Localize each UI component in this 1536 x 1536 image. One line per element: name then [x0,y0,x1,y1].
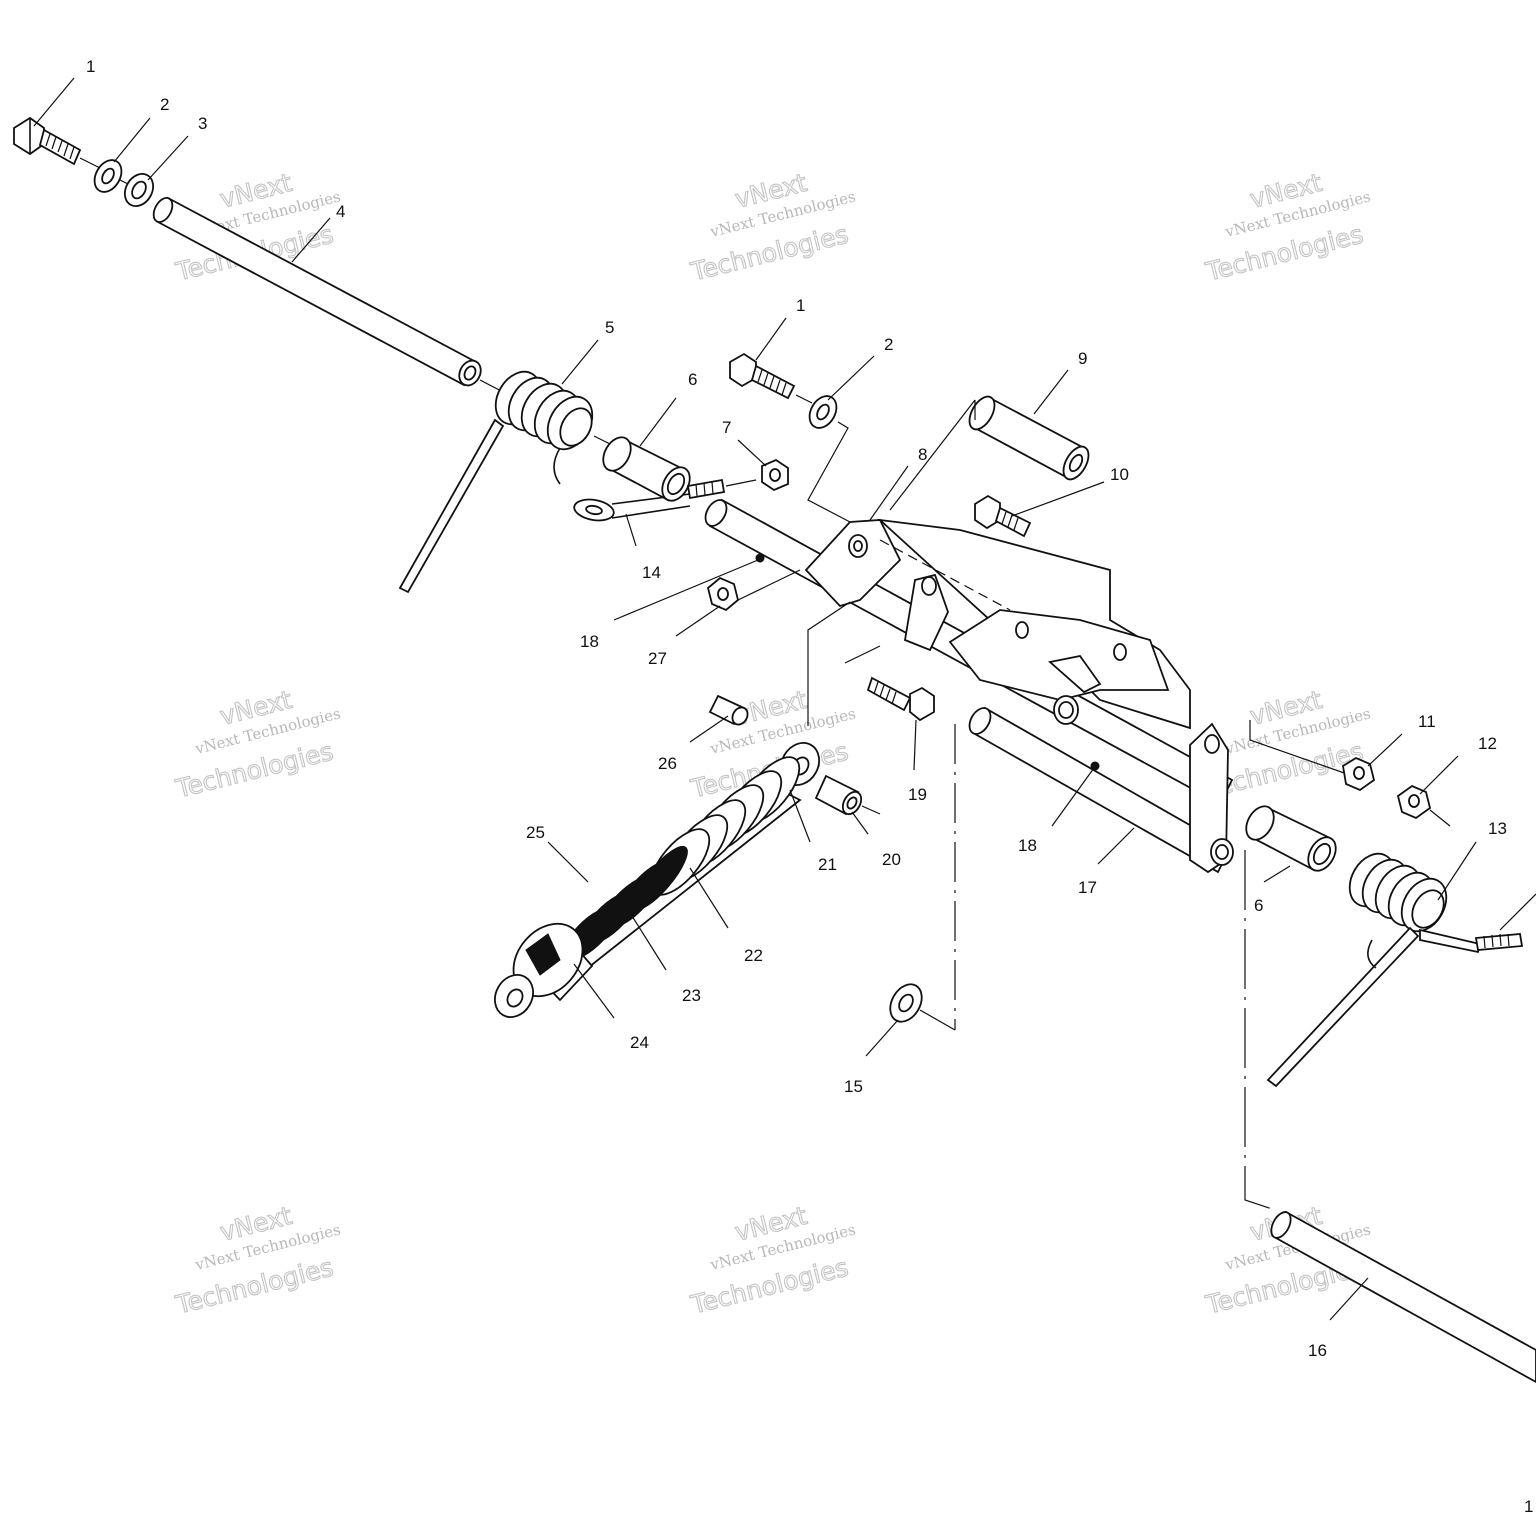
torsion-spring-part-13 [1266,852,1524,1088]
bushing-part-26 [708,694,749,726]
tube-part-4 [152,196,506,394]
callout-27: 27 [648,649,667,668]
parts [13,77,1536,1384]
callout-25: 25 [526,823,545,842]
washer-part-2b [807,395,851,523]
washer-part-15 [889,983,956,1031]
watermark-tile: vNext vNext Technologies Technologies [172,1200,343,1320]
tube-part-16 [1270,1210,1536,1384]
callout-11: 11 [1418,712,1436,731]
watermark-tile: vNext vNext Technologies Technologies [172,684,343,804]
nut-part-11 [1342,756,1376,792]
callout-9: 9 [1078,349,1087,368]
callout-labels: 1 2 3 4 5 1 2 6 7 8 9 10 14 18 27 26 25 … [86,57,1533,1516]
torsion-spring-part-5 [398,370,619,594]
callout-17: 17 [1078,878,1097,897]
watermark-tile: vNext vNext Technologies Technologies [1202,167,1373,287]
bushing-part-6b [1245,805,1337,872]
callout-18: 18 [580,632,599,651]
bushing-part-6a [602,436,757,502]
callout-6: 6 [1254,896,1263,915]
roller-part-9 [968,395,1090,481]
callout-2: 2 [884,335,893,354]
nut-part-12 [1396,784,1451,827]
callout-23: 23 [682,986,701,1005]
eye-bolt-part-14 [573,493,691,522]
callout-26: 26 [658,754,677,773]
watermark-tile: vNext vNext Technologies Technologies [687,167,858,287]
callout-21: 21 [818,855,837,874]
leader-lines [33,77,1536,1321]
callout-3: 3 [198,114,207,133]
shock-absorber-parts-21-25 [494,742,820,1018]
callout-1: 1 [86,57,95,76]
callout-19: 19 [908,785,927,804]
callout-22: 22 [744,946,763,965]
washer-part-2a [93,159,129,193]
callout-13: 13 [1488,819,1507,838]
bolt-part-1b [729,352,813,404]
callout-2: 2 [160,95,169,114]
nut-part-7 [761,458,789,492]
bolt-part-19 [866,676,935,722]
nut-part-27 [706,569,801,612]
callout-12: 12 [1478,734,1497,753]
callout-16: 16 [1308,1341,1327,1360]
callout-10: 10 [1110,465,1129,484]
callout-14: 14 [642,563,661,582]
callout-24: 24 [630,1033,649,1052]
watermark-tile: vNext vNext Technologies Technologies [687,1200,858,1320]
callout-15: 15 [844,1077,863,1096]
callout-6: 6 [688,370,697,389]
callout-5: 5 [605,318,614,337]
callout-18: 18 [1018,836,1037,855]
bolt-part-10 [974,494,1032,538]
bushing-part-20 [814,774,881,816]
washer-part-3 [123,173,155,207]
callout-20: 20 [882,850,901,869]
bolt-part-1a [13,116,101,169]
callout-7: 7 [722,418,731,437]
main-frame-assembly-part-8 [704,399,1351,1211]
callout-1: 1 [796,296,805,315]
callout-4: 4 [336,202,345,221]
page-number-fragment: 1 [1524,1497,1533,1516]
callout-8: 8 [918,445,927,464]
